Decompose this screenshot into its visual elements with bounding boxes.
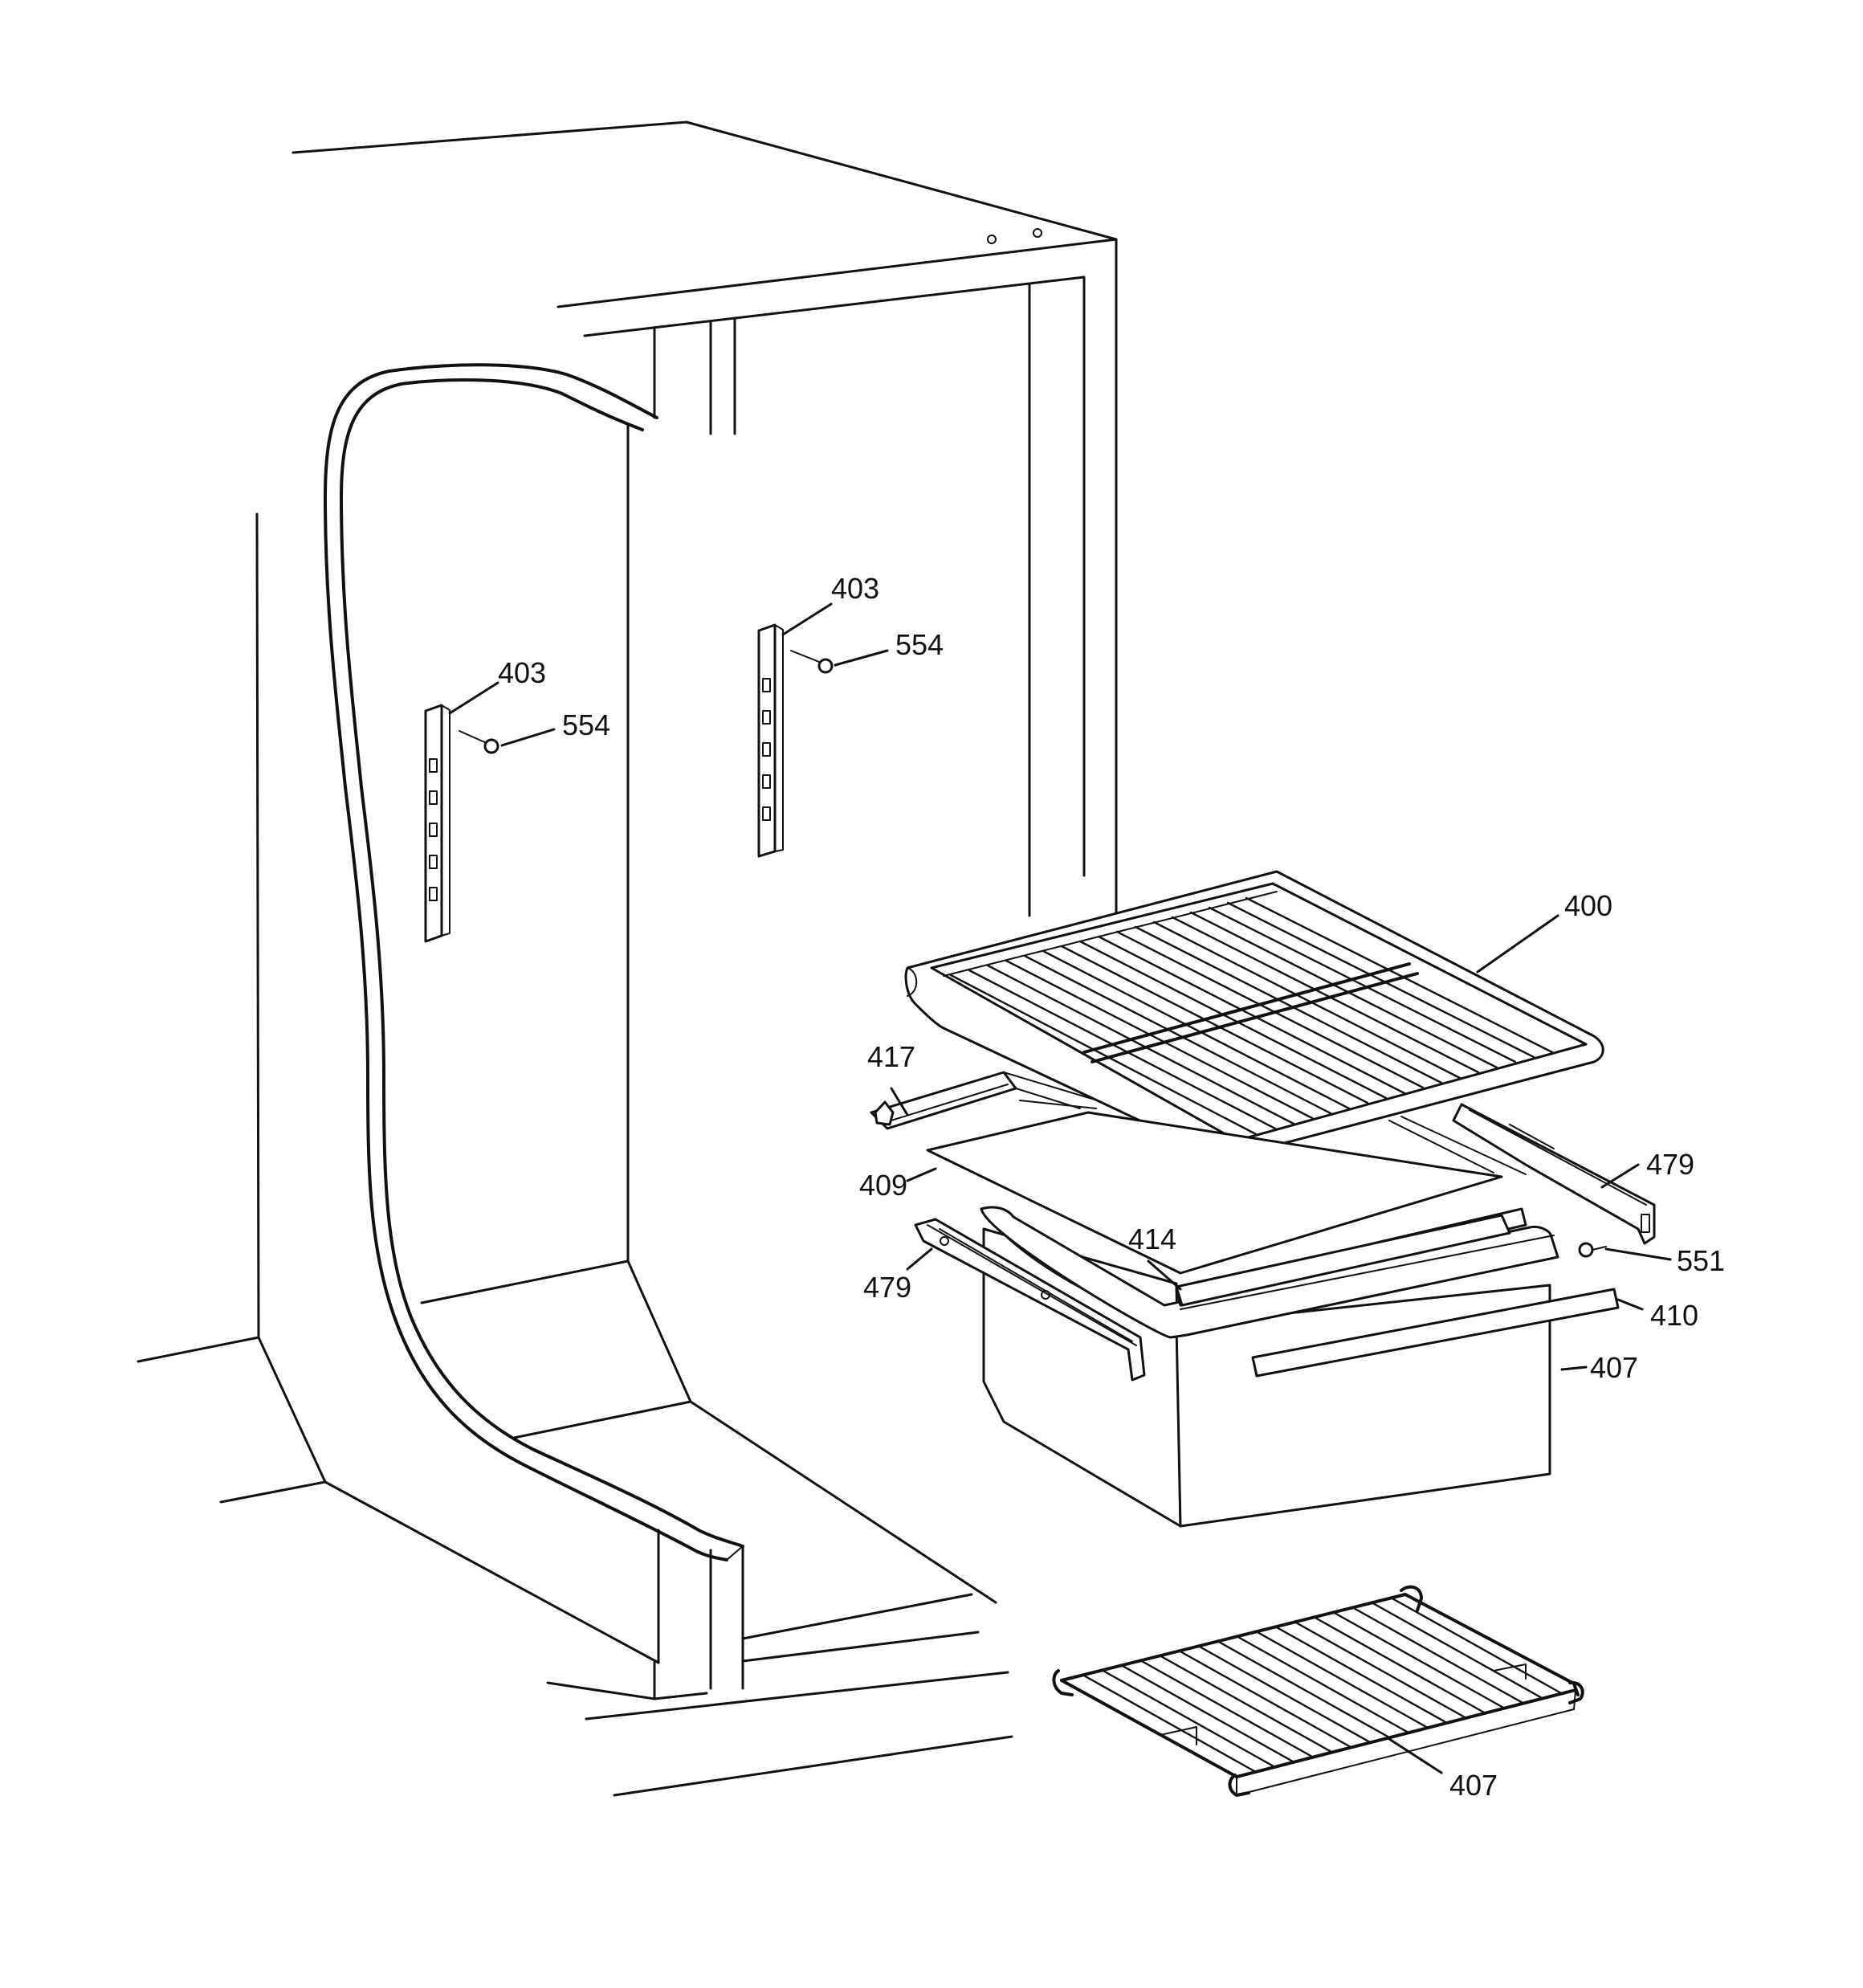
callout-410: 410	[1650, 1299, 1698, 1332]
glass-cover	[926, 1111, 1527, 1275]
screw-upper	[790, 650, 834, 674]
callout-403-lower: 403	[498, 656, 546, 689]
shelf-wire-grid	[949, 896, 1554, 1136]
wire-shelf	[1052, 1585, 1584, 1797]
glass-shelf-assembly	[904, 870, 1604, 1159]
shelf-support-lower	[424, 704, 450, 943]
drawer-front-trim	[1175, 1214, 1620, 1378]
screw-lower	[459, 730, 499, 754]
slide-right	[1452, 1103, 1656, 1245]
callout-403-upper: 403	[831, 572, 879, 605]
callout-409: 409	[859, 1169, 907, 1202]
callout-414: 414	[1128, 1223, 1176, 1255]
wire-shelf-rods	[1081, 1596, 1564, 1773]
crisper-drawer	[982, 1210, 1551, 1528]
callout-407-wire-shelf: 407	[1449, 1769, 1498, 1802]
callout-479-right: 479	[1646, 1148, 1694, 1181]
refrigerator-cabinet	[137, 120, 1118, 1797]
slide-left	[914, 1218, 1146, 1382]
shelf-support-upper	[757, 623, 784, 858]
callout-407-drawer: 407	[1590, 1351, 1638, 1384]
callout-labels: 403 554 403 554 400 417 409 479 551 414 …	[498, 572, 1725, 1802]
screw-right	[1578, 1242, 1607, 1258]
callout-417: 417	[867, 1040, 915, 1073]
callout-479-left: 479	[863, 1271, 911, 1304]
callout-554-upper: 554	[895, 628, 944, 661]
leader-lines	[448, 602, 1672, 1774]
callout-400: 400	[1564, 889, 1612, 922]
callout-554-lower: 554	[562, 708, 610, 741]
callout-551: 551	[1677, 1244, 1725, 1277]
